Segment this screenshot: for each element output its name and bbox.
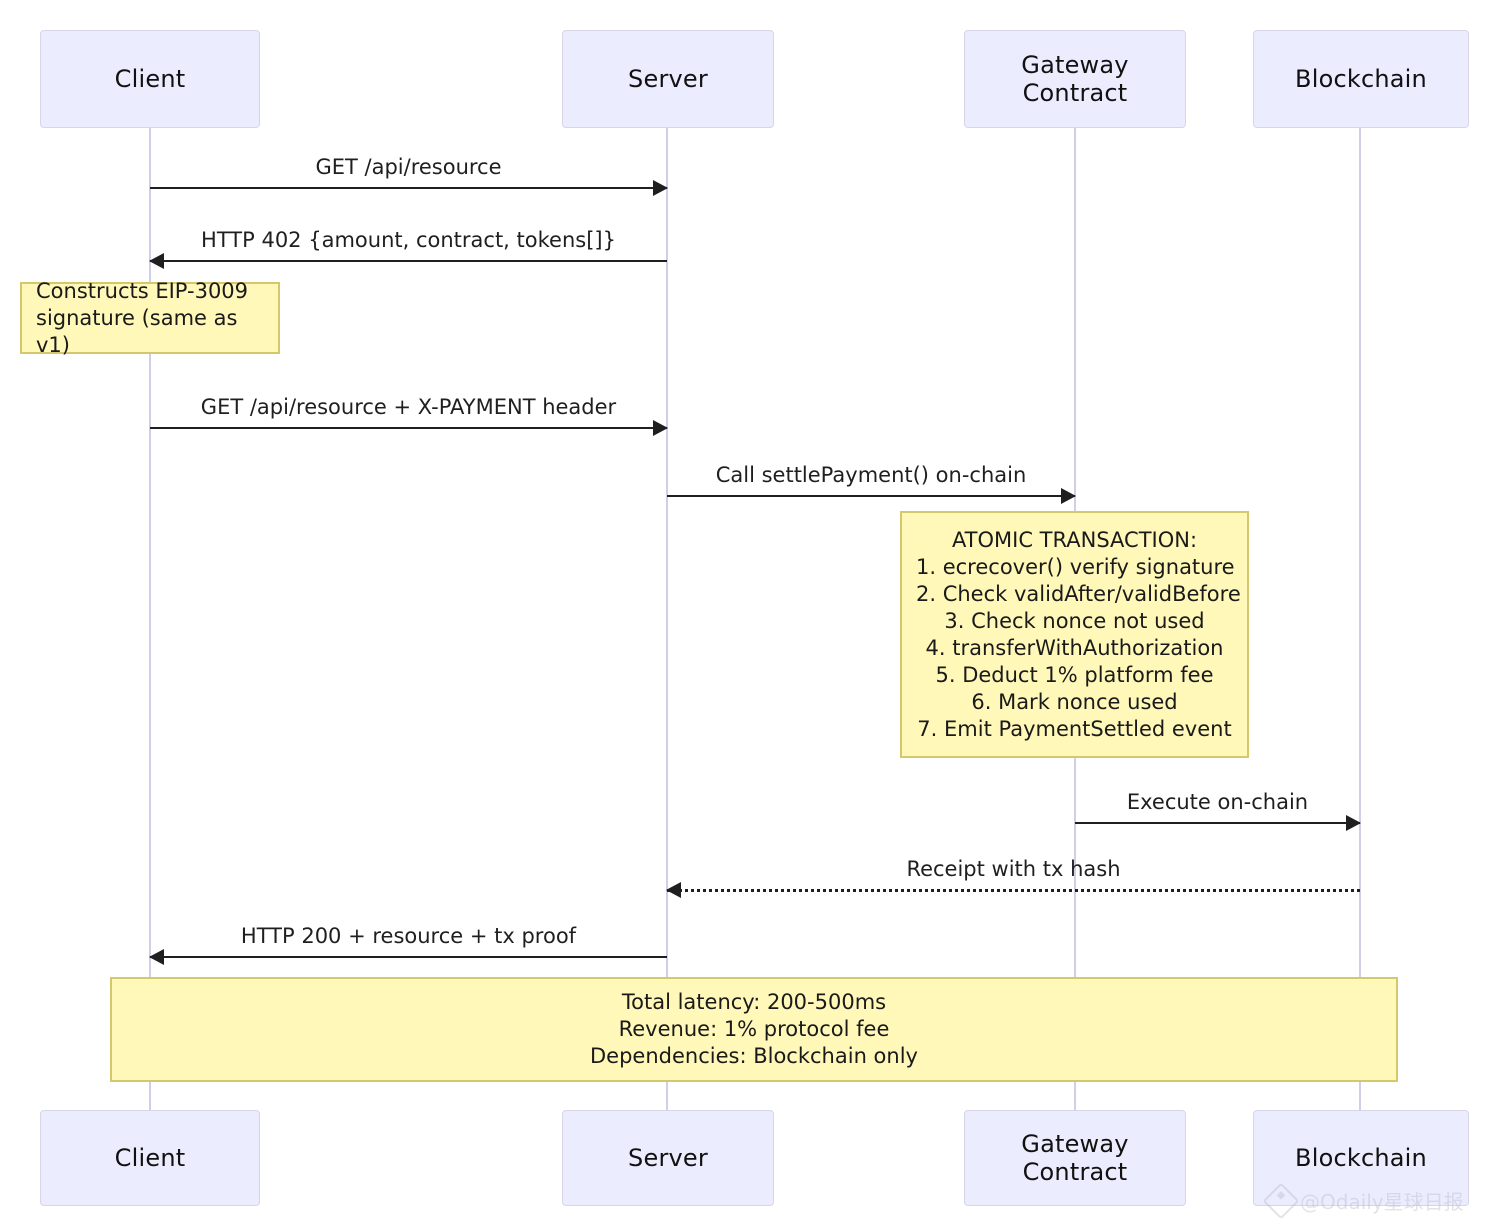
arrowhead-right-icon	[653, 420, 668, 436]
message-get-api-resource-x-payment[interactable]: GET /api/resource + X-PAYMENT header	[150, 395, 668, 436]
message-line	[1075, 822, 1360, 824]
participant-label-client: Client	[114, 65, 186, 93]
message-line	[150, 956, 667, 958]
participant-bottom-chain[interactable]: Blockchain	[1253, 1110, 1469, 1206]
watermark-text: @Odaily星球日报	[1300, 1190, 1464, 1214]
arrowhead-left-icon	[149, 949, 164, 965]
message-label: GET /api/resource + X-PAYMENT header	[200, 395, 617, 419]
lifeline-server	[666, 128, 668, 1110]
arrowhead-right-icon	[1346, 815, 1361, 831]
message-execute-on-chain[interactable]: Execute on-chain	[1075, 790, 1361, 831]
arrowhead-left-icon	[149, 253, 164, 269]
note-line: 5. Deduct 1% platform fee	[935, 662, 1214, 687]
message-get-api-resource[interactable]: GET /api/resource	[150, 155, 668, 196]
participant-label-server: Server	[628, 1144, 708, 1172]
participant-label-server: Server	[628, 65, 708, 93]
message-line	[150, 260, 667, 262]
message-call-settlepayment[interactable]: Call settlePayment() on-chain	[667, 463, 1076, 504]
message-label: Receipt with tx hash	[906, 857, 1121, 881]
note-summary: Total latency: 200-500ms Revenue: 1% pro…	[110, 977, 1398, 1082]
message-receipt-with-tx-hash[interactable]: Receipt with tx hash	[666, 857, 1360, 898]
participant-label-gateway: Gateway Contract	[1021, 51, 1129, 107]
message-line	[150, 187, 667, 189]
participant-label-client: Client	[114, 1144, 186, 1172]
note-line: Revenue: 1% protocol fee	[618, 1017, 890, 1041]
lifeline-chain	[1359, 128, 1361, 1110]
participant-top-gateway[interactable]: Gateway Contract	[964, 30, 1186, 128]
note-line: ATOMIC TRANSACTION:	[951, 527, 1198, 552]
message-label: GET /api/resource	[315, 155, 502, 179]
message-label: Execute on-chain	[1126, 790, 1309, 814]
participant-top-server[interactable]: Server	[562, 30, 774, 128]
watermark: @Odaily星球日报	[1262, 1182, 1464, 1219]
lifeline-client	[149, 128, 151, 1110]
note-line: 6. Mark nonce used	[971, 689, 1178, 714]
participant-label-chain: Blockchain	[1295, 65, 1427, 93]
note-line: signature (same as v1)	[36, 305, 238, 357]
participant-label-gateway: Gateway Contract	[1021, 1130, 1129, 1186]
arrowhead-right-icon	[1061, 488, 1076, 504]
message-line-dotted	[667, 889, 1360, 892]
message-line	[667, 495, 1075, 497]
note-line: 3. Check nonce not used	[944, 608, 1205, 633]
message-http-200[interactable]: HTTP 200 + resource + tx proof	[149, 924, 667, 965]
note-line: Total latency: 200-500ms	[621, 990, 887, 1014]
message-line	[150, 427, 667, 429]
message-label: Call settlePayment() on-chain	[715, 463, 1027, 487]
participant-bottom-client[interactable]: Client	[40, 1110, 260, 1206]
diamond-logo-icon	[1262, 1182, 1300, 1219]
note-line: 4. transferWithAuthorization	[925, 635, 1224, 660]
note-line: 1. ecrecover() verify signature	[916, 554, 1235, 579]
participant-bottom-gateway[interactable]: Gateway Contract	[964, 1110, 1186, 1206]
arrowhead-left-icon	[666, 882, 681, 898]
arrowhead-right-icon	[653, 180, 668, 196]
message-label: HTTP 200 + resource + tx proof	[240, 924, 577, 948]
participant-top-client[interactable]: Client	[40, 30, 260, 128]
note-line: 7. Emit PaymentSettled event	[917, 716, 1232, 741]
participant-top-chain[interactable]: Blockchain	[1253, 30, 1469, 128]
message-http-402[interactable]: HTTP 402 {amount, contract, tokens[]}	[149, 228, 667, 269]
note-atomic-transaction: ATOMIC TRANSACTION: 1. ecrecover() verif…	[900, 511, 1249, 758]
participant-bottom-server[interactable]: Server	[562, 1110, 774, 1206]
message-label: HTTP 402 {amount, contract, tokens[]}	[201, 228, 616, 252]
note-line: 2. Check validAfter/validBefore	[916, 581, 1241, 606]
participant-label-chain: Blockchain	[1295, 1144, 1427, 1172]
note-line: Dependencies: Blockchain only	[590, 1044, 918, 1068]
note-line: Constructs EIP-3009	[36, 278, 249, 303]
note-constructs-eip-3009: Constructs EIP-3009 signature (same as v…	[20, 279, 280, 357]
